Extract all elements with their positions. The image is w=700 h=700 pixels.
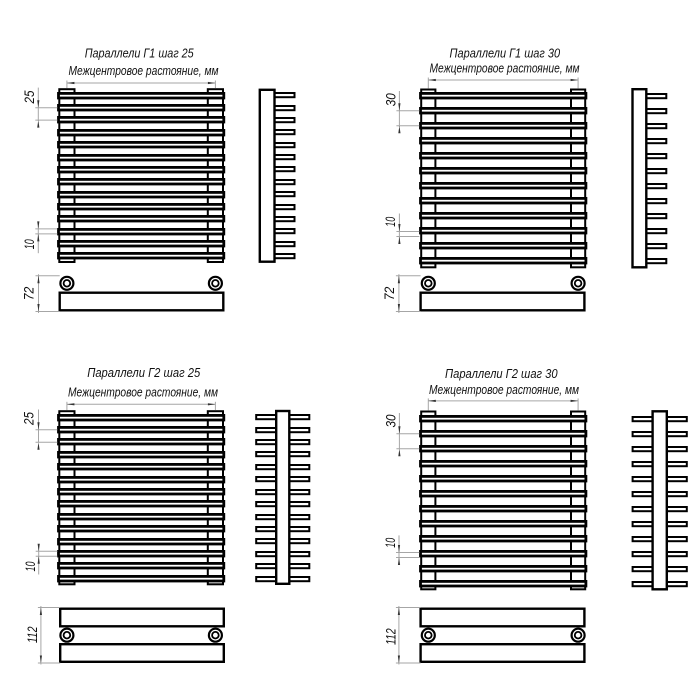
svg-text:30: 30 [383,414,398,427]
svg-text:25: 25 [22,412,37,426]
svg-text:112: 112 [383,628,398,645]
svg-text:25: 25 [22,90,37,104]
svg-text:Межцентровое растояние, мм: Межцентровое растояние, мм [69,63,219,78]
svg-text:10: 10 [22,239,37,249]
svg-text:30: 30 [383,93,398,106]
svg-text:Межцентровое растояние, мм: Межцентровое растояние, мм [430,61,580,76]
svg-text:Параллели Г1 шаг 30: Параллели Г1 шаг 30 [450,46,561,61]
svg-text:Параллели Г1 шаг 25: Параллели Г1 шаг 25 [85,46,195,61]
svg-text:Межцентровое растояние, мм: Межцентровое растояние, мм [68,385,218,400]
svg-text:72: 72 [21,286,36,300]
svg-text:Параллели Г2 шаг 30: Параллели Г2 шаг 30 [445,366,558,381]
svg-text:72: 72 [382,286,397,300]
svg-text:10: 10 [383,537,398,547]
svg-text:10: 10 [23,561,38,571]
svg-text:Параллели Г2 шаг 25: Параллели Г2 шаг 25 [87,365,201,380]
svg-text:Межцентровое растояние, мм: Межцентровое растояние, мм [429,382,579,397]
svg-text:112: 112 [25,626,40,643]
svg-text:10: 10 [383,216,398,226]
